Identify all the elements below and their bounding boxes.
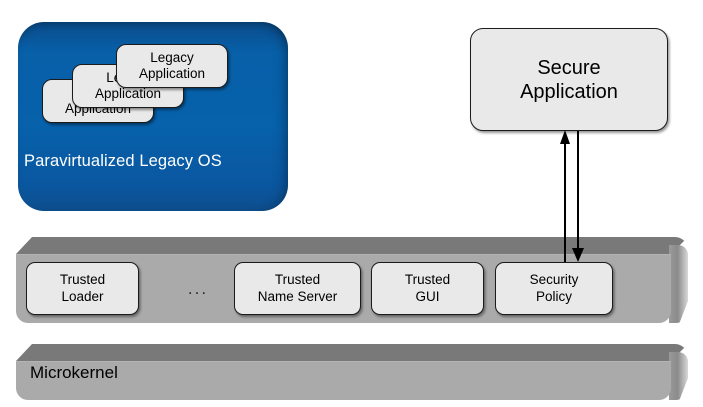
slab-top-face bbox=[16, 344, 688, 361]
trusted-service-line2: GUI bbox=[415, 288, 440, 304]
trusted-service-line2: Policy bbox=[535, 288, 572, 304]
secure-application-box: Secure Application bbox=[470, 28, 668, 131]
legacy-application-box: Legacy Application bbox=[116, 44, 228, 88]
trusted-service-line1: Trusted bbox=[274, 272, 321, 288]
secure-application-line2: Application bbox=[520, 80, 618, 103]
legacy-application-label: Legacy Application bbox=[139, 50, 205, 82]
slab-top-face bbox=[16, 237, 688, 254]
trusted-service-label: Trusted GUI bbox=[405, 272, 450, 304]
legacy-application-line2: Application bbox=[138, 66, 206, 81]
trusted-service-label: Trusted Name Server bbox=[258, 272, 338, 304]
trusted-service-name-server: Trusted Name Server bbox=[234, 262, 361, 315]
legacy-application-line2: Application bbox=[94, 86, 162, 101]
trusted-service-line1: Security bbox=[529, 272, 579, 288]
microkernel-slab bbox=[16, 344, 688, 400]
legacy-application-line1: Legacy bbox=[150, 49, 194, 65]
trusted-service-line2: Name Server bbox=[257, 288, 338, 304]
trusted-service-security-policy: Security Policy bbox=[495, 262, 613, 315]
trusted-service-loader: Trusted Loader bbox=[26, 262, 139, 315]
slab-side-face bbox=[669, 245, 688, 323]
trusted-service-line2: Loader bbox=[61, 288, 104, 304]
slab-front-face bbox=[16, 361, 671, 400]
ellipsis-more-services: ... bbox=[187, 279, 209, 298]
slab-side-face bbox=[669, 352, 688, 400]
secure-application-label: Secure Application bbox=[520, 56, 618, 104]
trusted-service-label: Security Policy bbox=[530, 272, 579, 304]
trusted-service-line1: Trusted bbox=[59, 272, 106, 288]
trusted-service-label: Trusted Loader bbox=[60, 272, 105, 304]
secure-application-line1: Secure bbox=[537, 56, 601, 79]
trusted-service-gui: Trusted GUI bbox=[371, 262, 484, 315]
microkernel-label: Microkernel bbox=[30, 363, 118, 382]
trusted-service-line1: Trusted bbox=[404, 272, 451, 288]
legacy-os-label: Paravirtualized Legacy OS bbox=[24, 152, 222, 170]
